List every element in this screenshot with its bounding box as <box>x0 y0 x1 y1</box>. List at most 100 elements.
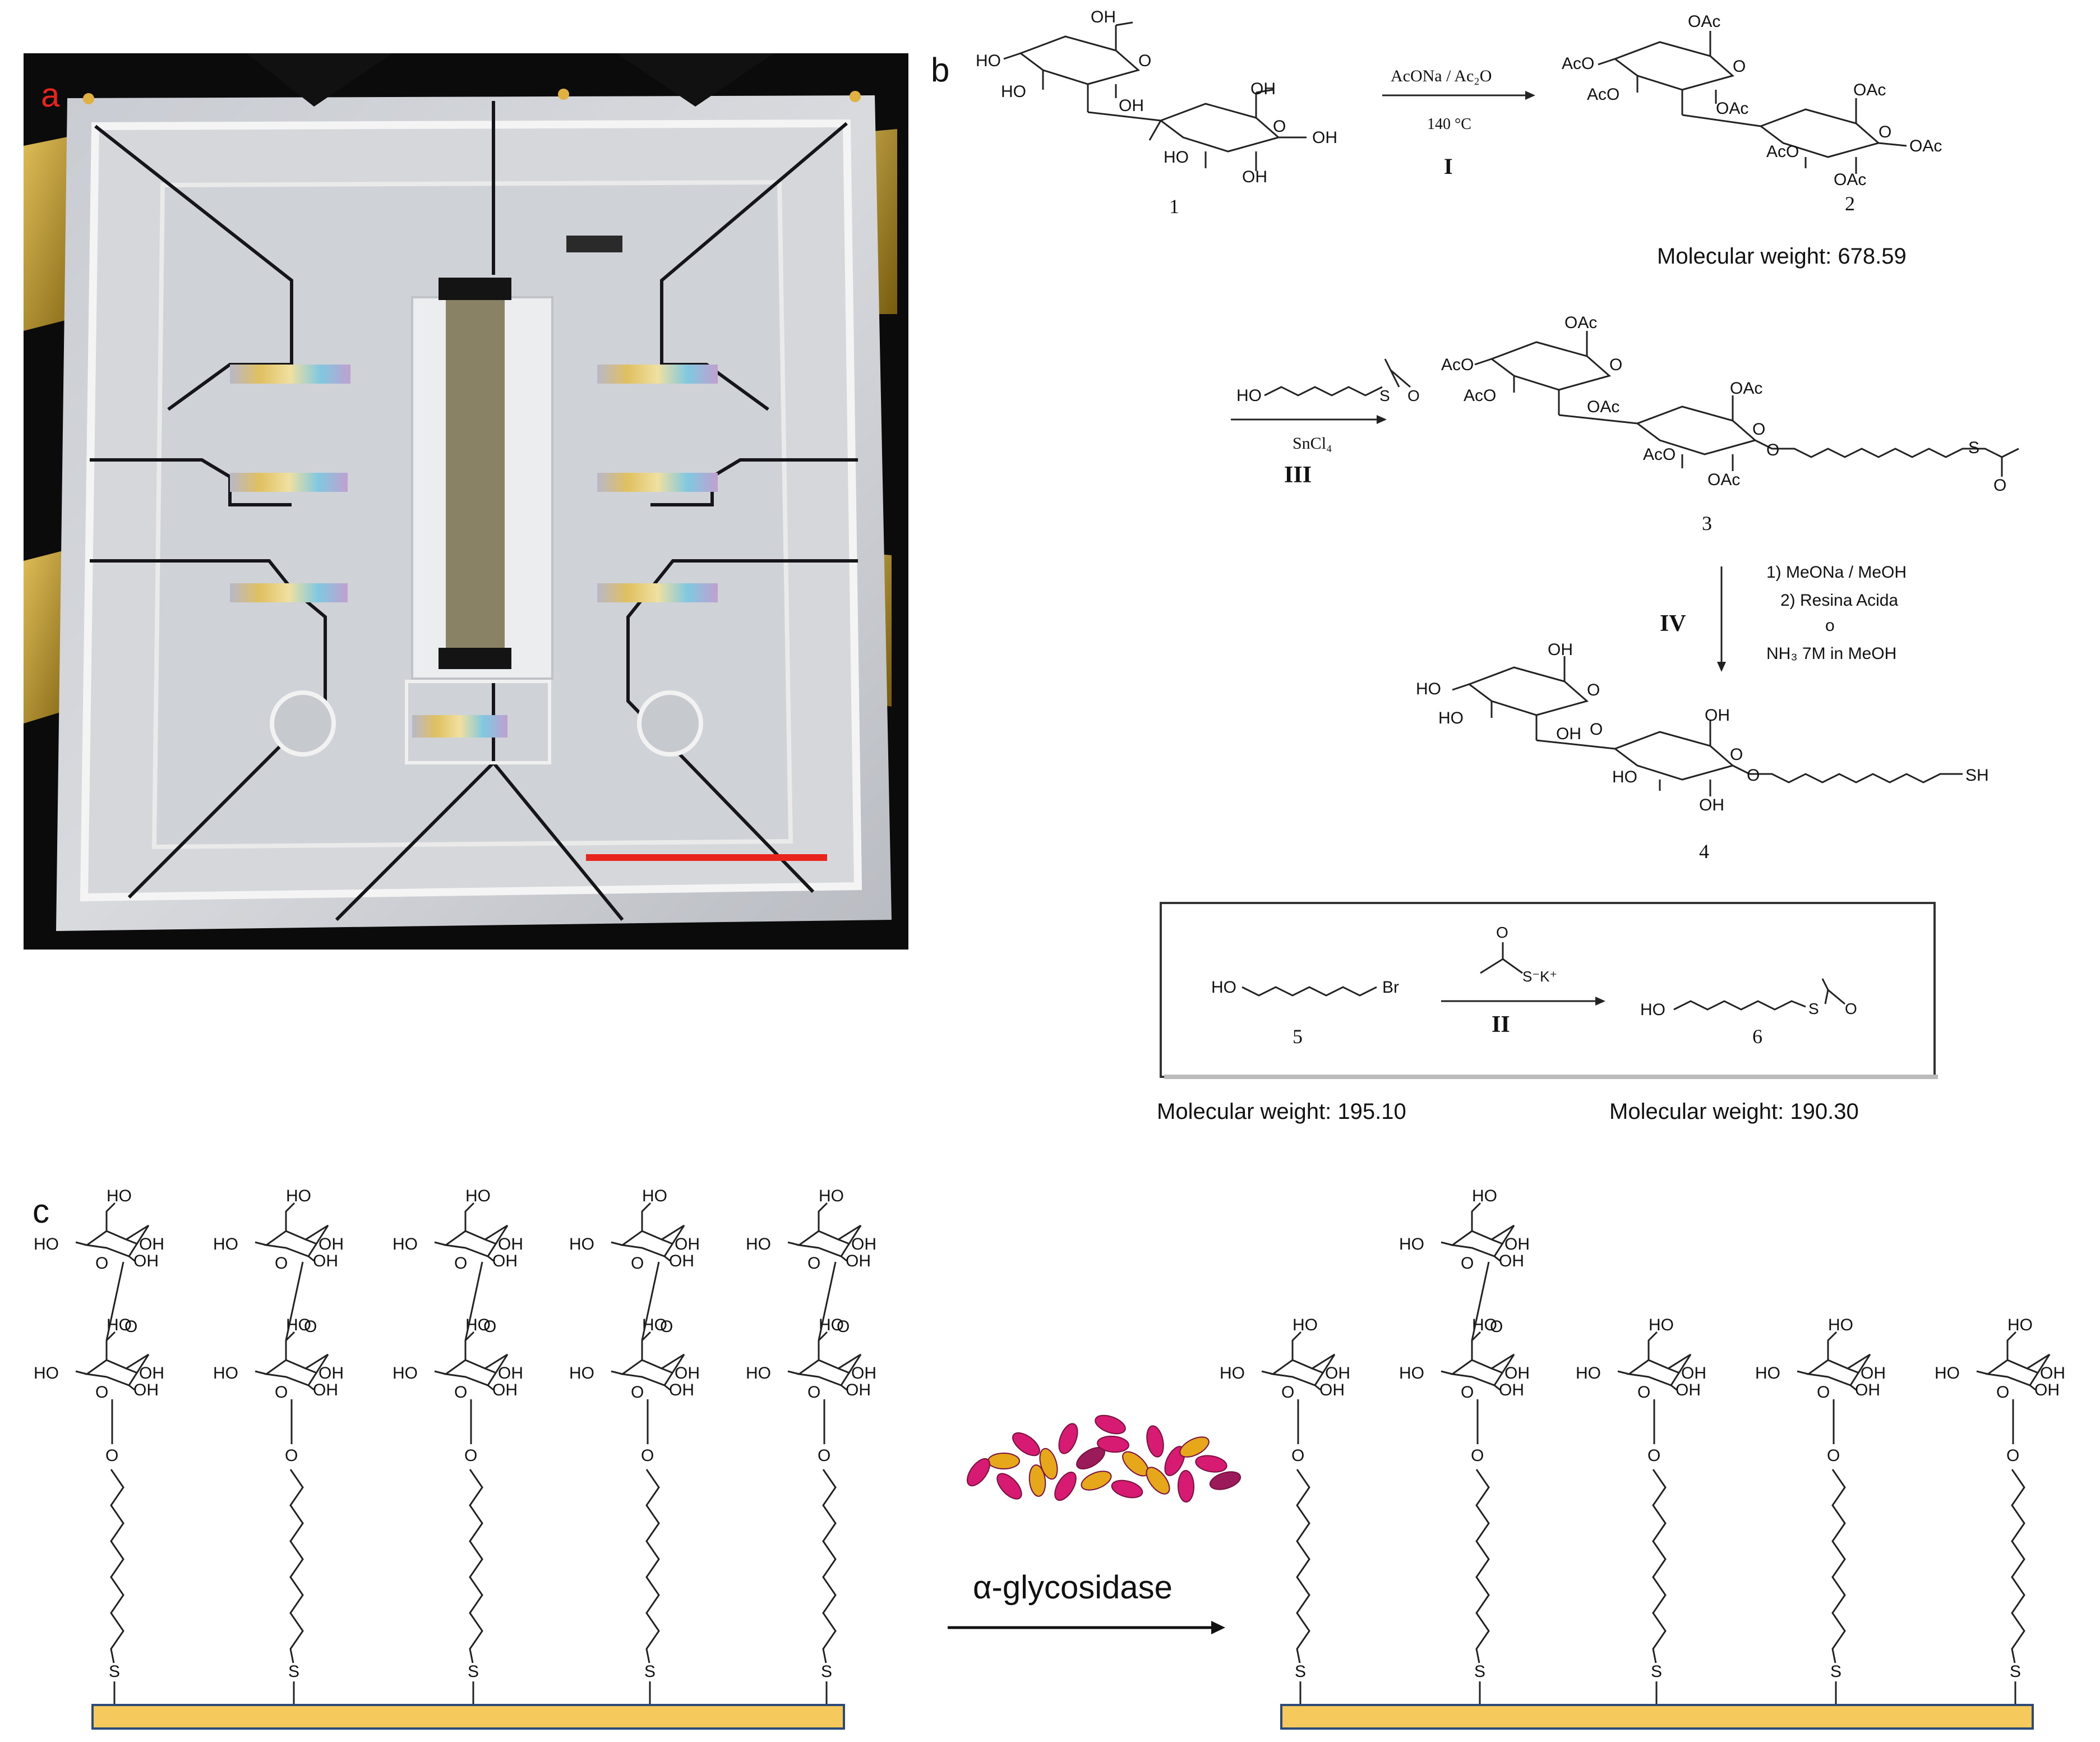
atom-label: HO <box>1649 1316 1674 1334</box>
bond <box>1847 1367 1859 1374</box>
atom-label: O <box>124 1317 137 1336</box>
bond <box>305 1367 317 1374</box>
bond <box>484 1367 497 1374</box>
compound-number-3: 3 <box>1702 512 1712 534</box>
glycosidic-bond <box>464 1261 483 1341</box>
electrode-right-2 <box>597 473 718 492</box>
atom-label: O <box>631 1254 644 1273</box>
protein-segment <box>987 1453 1020 1469</box>
bond <box>1312 1367 1324 1374</box>
alkyl-chain <box>1296 1469 1310 1663</box>
atom-label: OH <box>1504 1364 1530 1382</box>
atom-label: HO <box>746 1235 771 1253</box>
atom-label: S <box>1968 439 1979 457</box>
protein-segment <box>1179 1436 1210 1458</box>
step-IV-line: 1) MeONa / MeOH <box>1766 563 1907 582</box>
atom-label: HO <box>1416 680 1441 698</box>
bond <box>484 1238 497 1245</box>
atom-label: HO <box>213 1364 238 1382</box>
atom-label: HO <box>976 52 1001 70</box>
atom-label: OH <box>1250 80 1276 98</box>
bond <box>308 1384 315 1391</box>
protein-segment <box>1039 1448 1058 1480</box>
bond <box>255 1370 267 1375</box>
alkyl-chain <box>1831 1469 1846 1663</box>
bond <box>1261 1370 1273 1375</box>
bond <box>128 1384 135 1391</box>
protein-segment <box>1195 1455 1227 1473</box>
atom-label: O <box>837 1317 850 1336</box>
atom-label: HO <box>34 1235 59 1253</box>
atom-label: S <box>2010 1662 2021 1681</box>
atom-label: O <box>105 1446 118 1465</box>
compound-number-1: 1 <box>1169 195 1179 218</box>
bond <box>611 1241 623 1246</box>
arrow-head <box>1717 662 1726 672</box>
atom-label: HO <box>1001 82 1026 101</box>
alkyl-chain <box>469 1469 483 1663</box>
electrode-pad-top <box>439 278 511 300</box>
bond <box>1441 1241 1453 1246</box>
atom-label: HO <box>1220 1364 1245 1382</box>
atom-label: OH <box>675 1364 700 1382</box>
thioacetate-structure <box>1480 942 1523 974</box>
atom-label: O <box>1273 117 1286 136</box>
alkyl-chain <box>645 1469 660 1663</box>
atom-label: OH <box>492 1381 518 1399</box>
scale-bar <box>586 854 827 861</box>
alkyl-chain <box>1475 1469 1490 1663</box>
atom-label: OAc <box>1909 137 1942 155</box>
atom-label: OH <box>498 1364 523 1382</box>
atom-label: O <box>1281 1383 1294 1402</box>
protein-segment <box>1012 1432 1040 1457</box>
atom-label: HO <box>642 1187 667 1205</box>
atom-label: Br <box>1382 978 1399 997</box>
atom-label: O <box>1407 387 1420 404</box>
atom-label: OH <box>1699 796 1724 814</box>
atom-label: HO <box>393 1364 418 1382</box>
atom-label: O <box>304 1317 317 1336</box>
bond <box>75 1370 87 1375</box>
bond <box>75 1241 87 1246</box>
atom-label: O <box>807 1254 820 1273</box>
atom-label: HO <box>746 1364 771 1382</box>
atom-label: OH <box>133 1252 159 1270</box>
atom-label: S <box>1379 387 1390 404</box>
panel-b-synthesis-scheme: b OH HO O HO OH OH HO OH O OH 1 <box>931 8 2019 1124</box>
atom-label: O <box>1996 1383 2009 1402</box>
atom-label: HO <box>1828 1316 1853 1334</box>
atom-label: OH <box>675 1235 700 1253</box>
atom-label: O <box>464 1446 477 1465</box>
bond <box>1827 1331 1838 1360</box>
compound-number-2: 2 <box>1845 192 1855 215</box>
arrow-head <box>1525 91 1535 100</box>
bond <box>787 1370 800 1375</box>
step-III-numeral: III <box>1284 462 1312 488</box>
gold-surface-left <box>91 1704 845 1730</box>
protein-segment <box>1146 1467 1170 1495</box>
atom-label: OH <box>2040 1364 2065 1382</box>
arrow-head <box>1595 997 1605 1006</box>
atom-label: OH <box>139 1235 164 1253</box>
atom-label: HO <box>1640 1001 1665 1019</box>
atom-label: OAc <box>1716 99 1748 118</box>
atom-label: OH <box>1242 168 1267 186</box>
atom-label: HO <box>1612 768 1637 786</box>
glycosidic-bond <box>641 1261 660 1341</box>
compound-4-structure <box>1452 656 1963 796</box>
bond <box>1491 1367 1503 1374</box>
bond <box>126 1238 138 1245</box>
alkyl-chain <box>2011 1469 2025 1663</box>
atom-label: OH <box>1548 640 1573 659</box>
bond <box>1491 1238 1503 1245</box>
atom-label: OH <box>851 1364 876 1382</box>
protein-segment <box>1146 1425 1164 1458</box>
atom-label: O <box>285 1446 298 1465</box>
atom-label: O <box>1827 1446 1840 1465</box>
atom-label: O <box>1817 1383 1830 1402</box>
contact-dot <box>558 89 569 100</box>
atom-label: OH <box>1312 128 1337 147</box>
protein-segment <box>1081 1471 1112 1491</box>
